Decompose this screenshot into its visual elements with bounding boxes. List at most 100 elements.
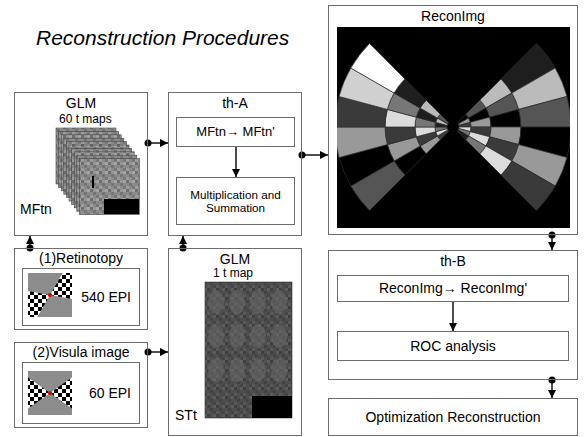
stimulus-box: 540 EPI (22, 268, 140, 326)
fixation-dot (48, 293, 52, 297)
flow-arrow (299, 152, 329, 159)
brain-slice (229, 290, 245, 314)
recon-sector (459, 122, 471, 127)
box-label: 60 EPI (89, 385, 131, 401)
arrow-line (235, 147, 236, 177)
text-holder: 1 t map (213, 267, 253, 281)
t-map-card (79, 159, 139, 215)
threshold-panel: th-A MFtn→ MFtn' Multiplication and Summat… (168, 92, 302, 236)
arrow-tail-dot (299, 152, 306, 159)
brain-slice (229, 358, 245, 382)
panel-title: (2)Visula image (15, 344, 147, 360)
panel-title: ReconImg (329, 8, 577, 24)
box-label: ROC analysis (410, 338, 496, 354)
process-box: Multiplication and Summation (176, 177, 295, 225)
recon-fans (337, 44, 570, 211)
flow-arrow (236, 147, 237, 177)
box-label: ReconImg→ ReconImg' (379, 280, 527, 296)
map-name: MFtn (20, 201, 52, 217)
fixation-dot (48, 391, 52, 395)
text-holder: (2)Visula image (15, 344, 147, 360)
map-mark (92, 176, 94, 188)
brain-slice (208, 324, 224, 348)
panel-title: th-B (329, 253, 577, 269)
panel-title: GLM (15, 95, 147, 111)
arrow-line (302, 154, 328, 155)
flow-arrow (145, 140, 169, 147)
process-box: Optimization Reconstruction (328, 398, 578, 436)
recon-sector (351, 44, 405, 93)
recon-sector (415, 127, 436, 137)
checker-wedge (28, 289, 49, 317)
box-label: 540 EPI (81, 289, 131, 305)
checker-wedge (51, 273, 72, 301)
map-black-patch (104, 199, 139, 214)
panel-title: (1)Retinotopy (15, 250, 147, 266)
brain-slice (208, 358, 224, 382)
process-box: MFtn→ MFtn' (176, 117, 295, 147)
flow-arrow (453, 302, 454, 331)
recon-sector (470, 117, 491, 127)
checker-wedges (28, 273, 72, 317)
recon-sector (490, 109, 521, 127)
arrow-tail-dot (145, 140, 152, 147)
text-holder: ReconImg (329, 8, 577, 24)
box-label: Multiplication and Summation (177, 188, 294, 215)
checker-wedge (28, 373, 48, 412)
box-label: Optimization Reconstruction (365, 409, 540, 425)
stimulus-box: 60 EPI (22, 362, 140, 424)
input-panel: (2)Visula image 60 EPI (14, 342, 148, 428)
st-map-image (205, 282, 292, 418)
diagram-title: Reconstruction Procedures (36, 26, 289, 50)
checker-wedges (28, 373, 72, 412)
recon-sector (435, 127, 447, 132)
brain-slice (208, 290, 224, 314)
brain-slice (250, 358, 266, 382)
flow-arrow (27, 236, 34, 252)
text-holder: STt (175, 407, 197, 423)
text-holder: MFtn (20, 201, 52, 217)
flow-arrow (145, 349, 169, 356)
text-holder: GLM (15, 95, 147, 111)
arrow-tail-dot (145, 349, 152, 356)
map-black-patch (252, 396, 292, 418)
text-holder: GLM (169, 251, 301, 267)
recon-sector (501, 161, 555, 210)
text-holder: th-B (329, 253, 577, 269)
input-panel: (1)Retinotopy 540 EPI (14, 248, 148, 330)
glm-panel: GLM1 t mapSTt (168, 248, 302, 436)
panel-title: GLM (169, 251, 301, 267)
map-count: 1 t map (213, 267, 253, 281)
brain-slice (250, 290, 266, 314)
process-box: ReconImg→ ReconImg' (337, 275, 569, 302)
brain-slices (208, 290, 287, 382)
recon-sector (519, 96, 570, 127)
brain-slice (250, 324, 266, 348)
flow-arrow (180, 236, 187, 252)
map-count: 60 t maps (59, 113, 112, 127)
map-name: STt (175, 407, 197, 423)
brain-slice (271, 324, 287, 348)
panel-title: th-A (169, 95, 301, 111)
glm-panel: GLM 60 t mapsMFtn (14, 92, 148, 236)
arrow-line (452, 302, 453, 331)
process-box: ROC analysis (337, 331, 569, 361)
recon-sector (385, 127, 416, 145)
brain-slice (229, 324, 245, 348)
recon-sector (337, 127, 387, 158)
text-holder: (1)Retinotopy (15, 250, 147, 266)
t-map-stack (56, 128, 139, 215)
arrow-tail-dot (549, 377, 556, 384)
threshold-panel: th-B ReconImg→ ReconImg' ROC analysis (328, 250, 578, 380)
recon-panel: ReconImg (328, 5, 578, 235)
brain-slice (271, 358, 287, 382)
arrow-tail-dot (549, 232, 556, 239)
text-holder: 60 t maps (59, 113, 112, 127)
text-holder: th-A (169, 95, 301, 111)
brain-slice (271, 290, 287, 314)
box-label: MFtn→ MFtn' (196, 125, 274, 140)
checker-wedge (52, 373, 72, 412)
